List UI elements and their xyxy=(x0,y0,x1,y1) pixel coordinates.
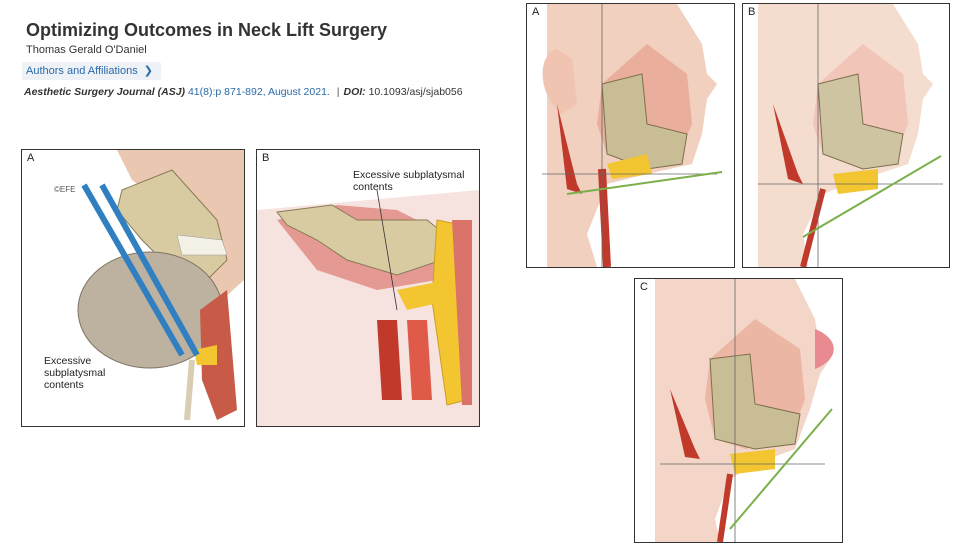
article-title: Optimizing Outcomes in Neck Lift Surgery xyxy=(26,20,388,40)
panel-a-label: A xyxy=(532,6,540,18)
panel-c-label: C xyxy=(640,281,648,293)
author-name[interactable]: Thomas Gerald O'Daniel xyxy=(26,44,147,56)
copyright-mark: ©EFE xyxy=(54,185,76,194)
profile-a-illustration xyxy=(542,4,723,267)
journal-name: Aesthetic Surgery Journal (ASJ) xyxy=(24,86,186,98)
panel-b-annotation: Excessive subplatysmal contents xyxy=(353,169,465,193)
doi-label: DOI: xyxy=(343,86,366,98)
figure-left-panel-b[interactable]: B Excessive subplatysmal contents xyxy=(256,149,480,427)
panel-a-annotation: Excessive subplatysmal contents xyxy=(44,355,106,391)
neck-anatomy-illustration xyxy=(257,189,479,426)
figure-right-panel-c[interactable]: C xyxy=(634,278,843,543)
chevron-right-icon: ❯ xyxy=(143,65,153,77)
profile-c-illustration xyxy=(655,279,834,542)
figure-left-panel-a[interactable]: A ©EFE Excessive subplatysmal contents xyxy=(21,149,245,427)
panel-a-label: A xyxy=(27,152,35,164)
panel-b-label: B xyxy=(748,6,756,18)
volume-link[interactable]: 41(8):p 871-892, August 2021. xyxy=(187,86,330,98)
affiliations-label: Authors and Affiliations xyxy=(26,65,138,77)
citation-line: Aesthetic Surgery Journal (ASJ) 41(8):p … xyxy=(24,86,463,98)
figure-right-panel-b[interactable]: B xyxy=(742,3,950,268)
panel-b-label: B xyxy=(262,152,270,164)
doi-value[interactable]: 10.1093/asj/sjab056 xyxy=(368,86,463,98)
authors-affiliations-button[interactable]: Authors and Affiliations ❯ xyxy=(22,62,161,80)
citation-separator: | xyxy=(336,86,340,98)
figure-right-panel-a[interactable]: A xyxy=(526,3,735,268)
neck-sling-illustration xyxy=(77,150,244,421)
profile-b-illustration xyxy=(758,4,943,267)
